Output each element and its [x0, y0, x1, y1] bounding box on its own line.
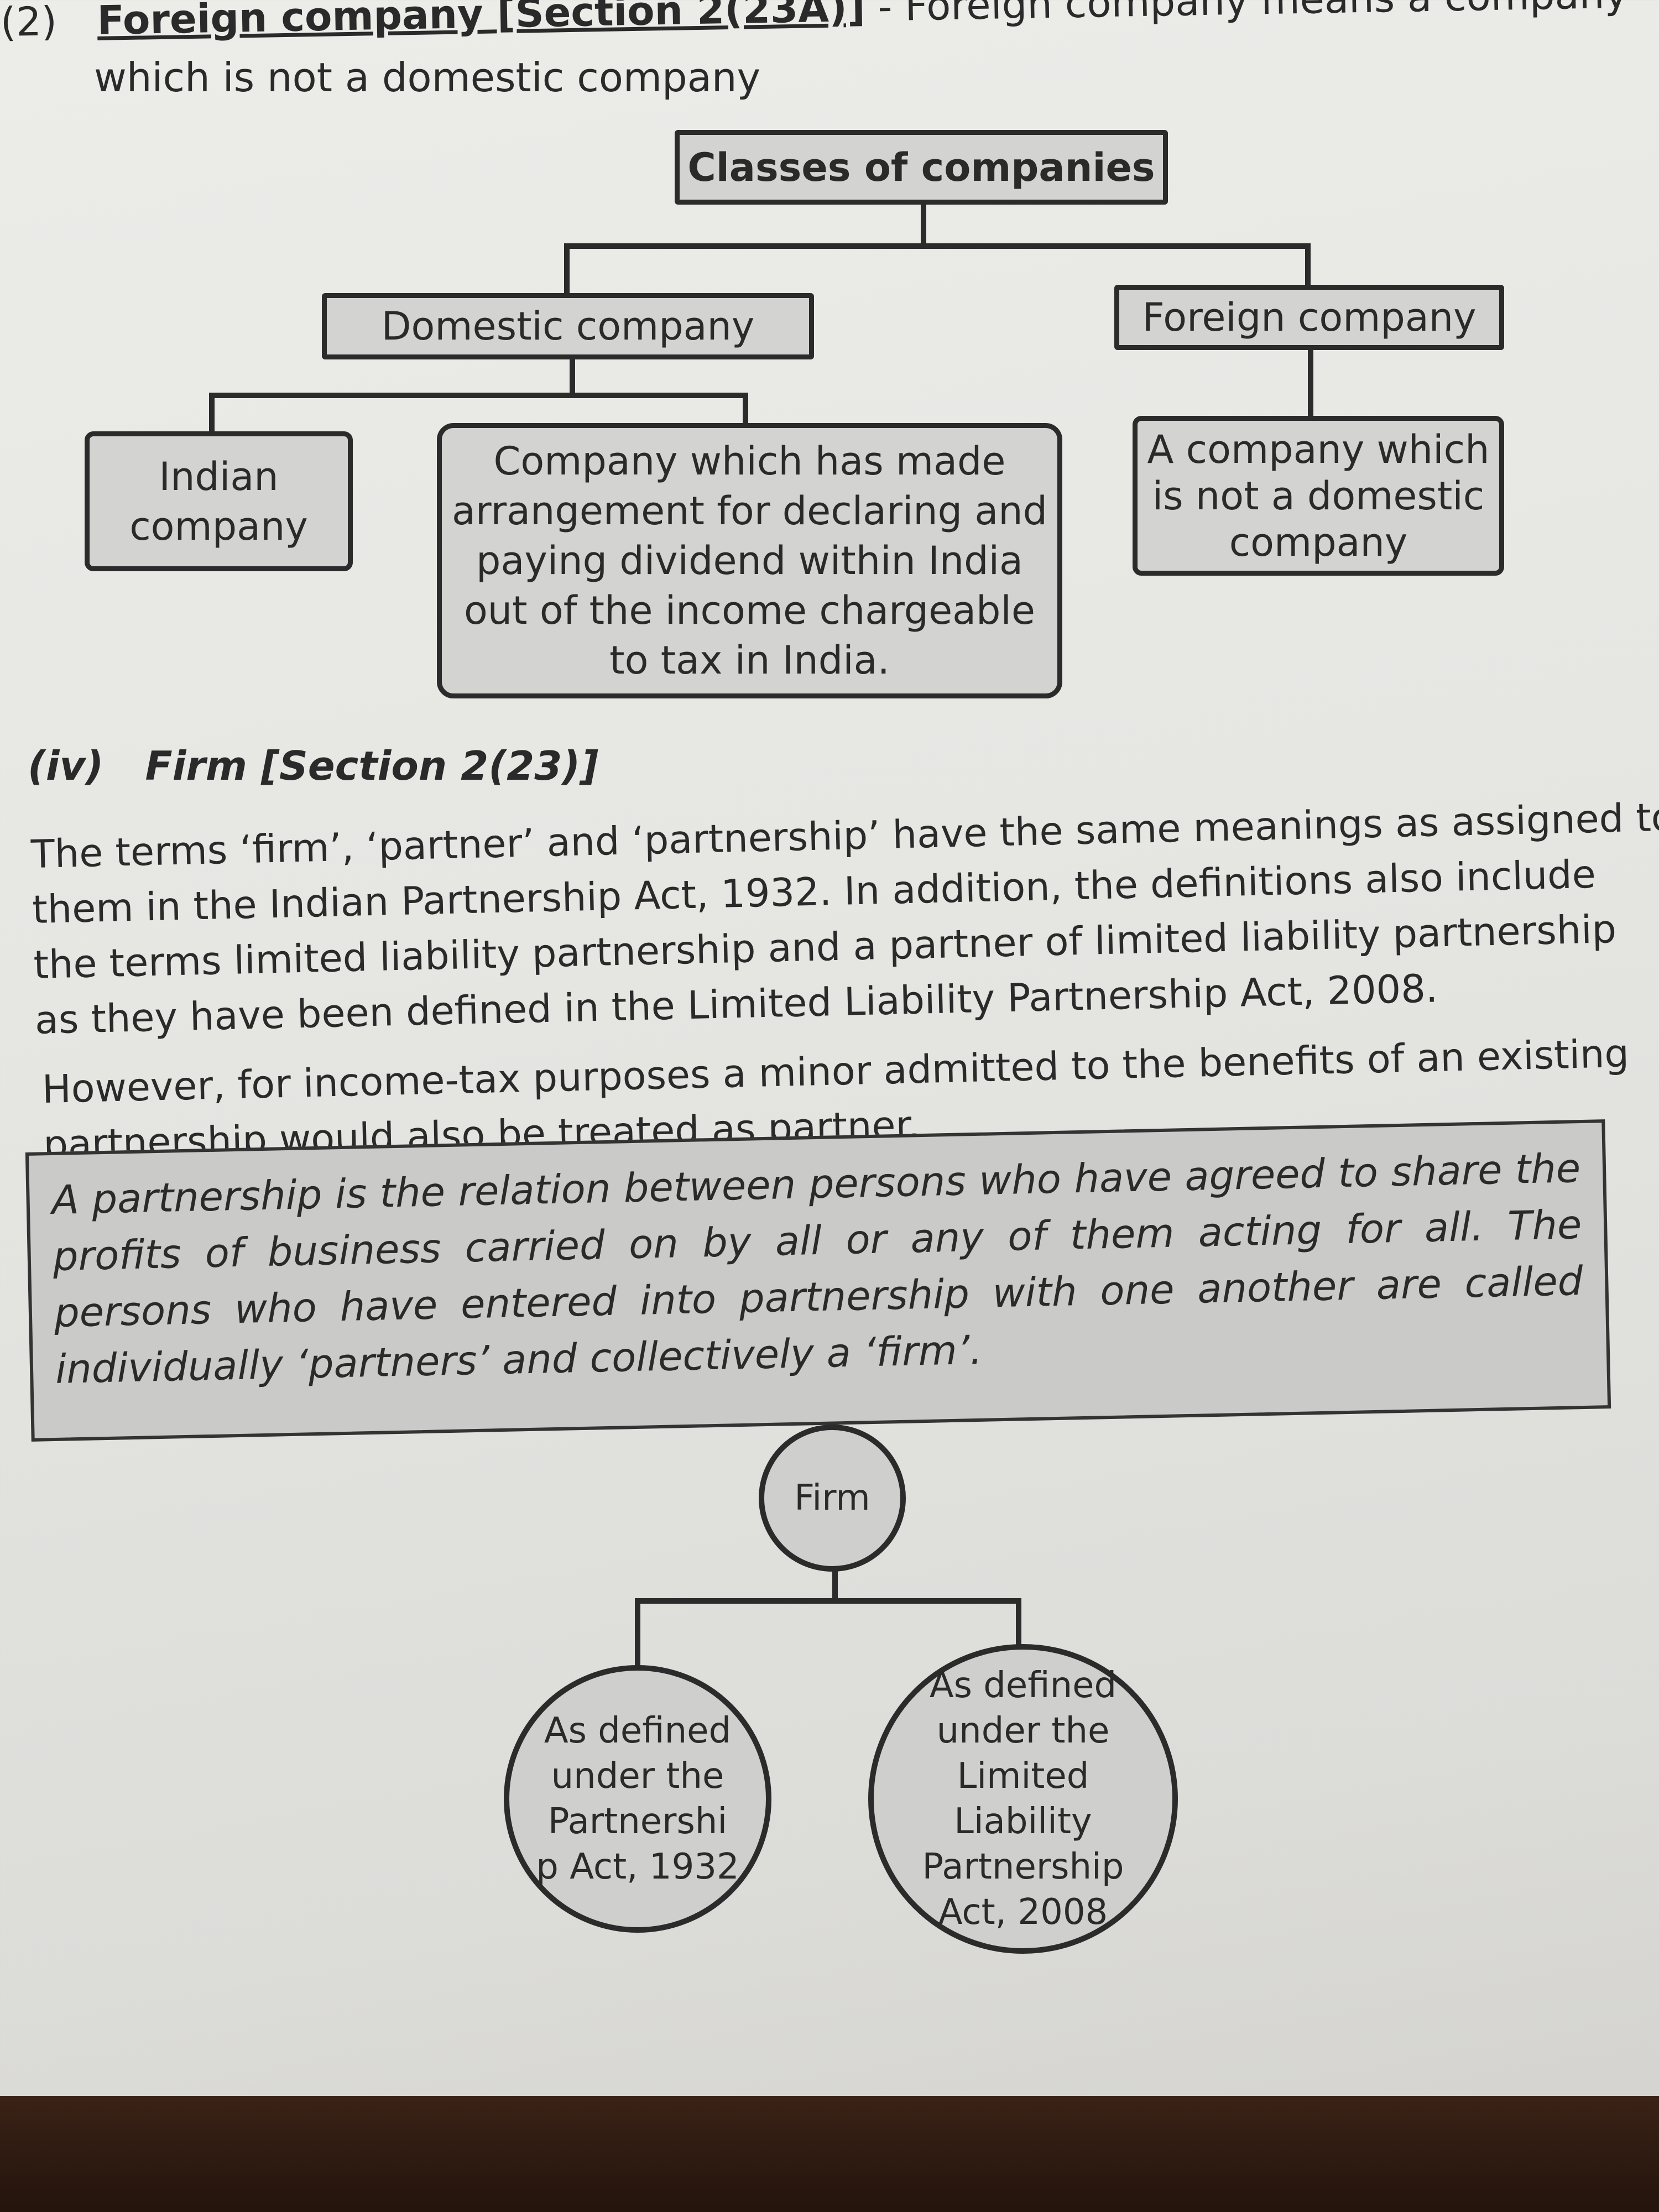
arrangement-line: to tax in India. — [609, 638, 890, 683]
right-circle-line: Act, 2008 — [938, 1892, 1108, 1933]
arrangement-line: Company which has made — [493, 439, 1006, 484]
foreign-desc-line: company — [1229, 519, 1408, 565]
connector — [832, 1571, 838, 1604]
left-circle-line: Partnershi — [547, 1801, 728, 1842]
indian-company-box: Indian company — [85, 431, 353, 571]
table-surface — [0, 2096, 1659, 2212]
domestic-company-box: Domestic company — [322, 293, 814, 359]
section-term: Foreign company [Section 2(23A)] — [97, 0, 866, 44]
foreign-company-box: Foreign company — [1114, 285, 1504, 350]
llp-act-circle: As defined under the Limited Liability P… — [868, 1644, 1178, 1954]
firm-paragraph-1: The terms ‘firm’, ‘partner’ and ‘partner… — [30, 790, 1659, 1048]
section-number: (2) — [0, 0, 58, 45]
connector — [564, 243, 570, 296]
right-circle-line: Liability — [954, 1801, 1092, 1842]
arrangement-line: arrangement for declaring and — [451, 488, 1048, 534]
right-circle-line: Partnership — [922, 1846, 1124, 1887]
section-2-heading: (2) Foreign company [Section 2(23A)] - F… — [0, 0, 1629, 50]
left-circle-line: As defined — [544, 1710, 732, 1751]
classes-of-companies-box: Classes of companies — [675, 130, 1168, 205]
arrangement-line: out of the income chargeable — [463, 588, 1035, 633]
dividend-arrangement-box: Company which has made arrangement for d… — [437, 423, 1062, 698]
connector — [1016, 1598, 1021, 1659]
left-circle-line: under the — [551, 1756, 724, 1797]
firm-section-title: Firm [Section 2(23)] — [145, 743, 599, 789]
partnership-definition-box: A partnership is the relation between pe… — [25, 1119, 1611, 1442]
indian-line: Indian — [159, 453, 279, 499]
connector — [209, 393, 215, 434]
partnership-act-circle: As defined under the Partnershi p Act, 1… — [504, 1665, 771, 1933]
section-definition-cont: which is not a domestic company — [94, 54, 761, 101]
connector — [564, 243, 1311, 249]
connector — [635, 1598, 640, 1670]
foreign-desc-line: A company which — [1147, 426, 1490, 472]
connector — [1305, 243, 1311, 288]
firm-section-number: (iv) — [28, 743, 104, 789]
right-circle-line: As defined — [929, 1665, 1117, 1706]
indian-line: company — [129, 503, 308, 549]
connector — [743, 393, 748, 426]
firm-circle: Firm — [759, 1425, 906, 1572]
firm-heading: (iv) Firm [Section 2(23)] — [28, 738, 598, 794]
right-circle-line: Limited — [957, 1756, 1089, 1797]
arrangement-line: paying dividend within India — [476, 538, 1023, 583]
section-definition: - Foreign company means a company — [864, 0, 1629, 30]
right-circle-line: under the — [936, 1710, 1110, 1751]
connector — [635, 1598, 1021, 1604]
foreign-desc-line: is not a domestic — [1152, 473, 1485, 519]
connector — [209, 393, 748, 398]
connector — [921, 202, 926, 246]
connector — [1308, 348, 1313, 418]
foreign-description-box: A company which is not a domestic compan… — [1133, 416, 1504, 576]
connector — [570, 357, 575, 395]
left-circle-line: p Act, 1932 — [536, 1846, 739, 1887]
